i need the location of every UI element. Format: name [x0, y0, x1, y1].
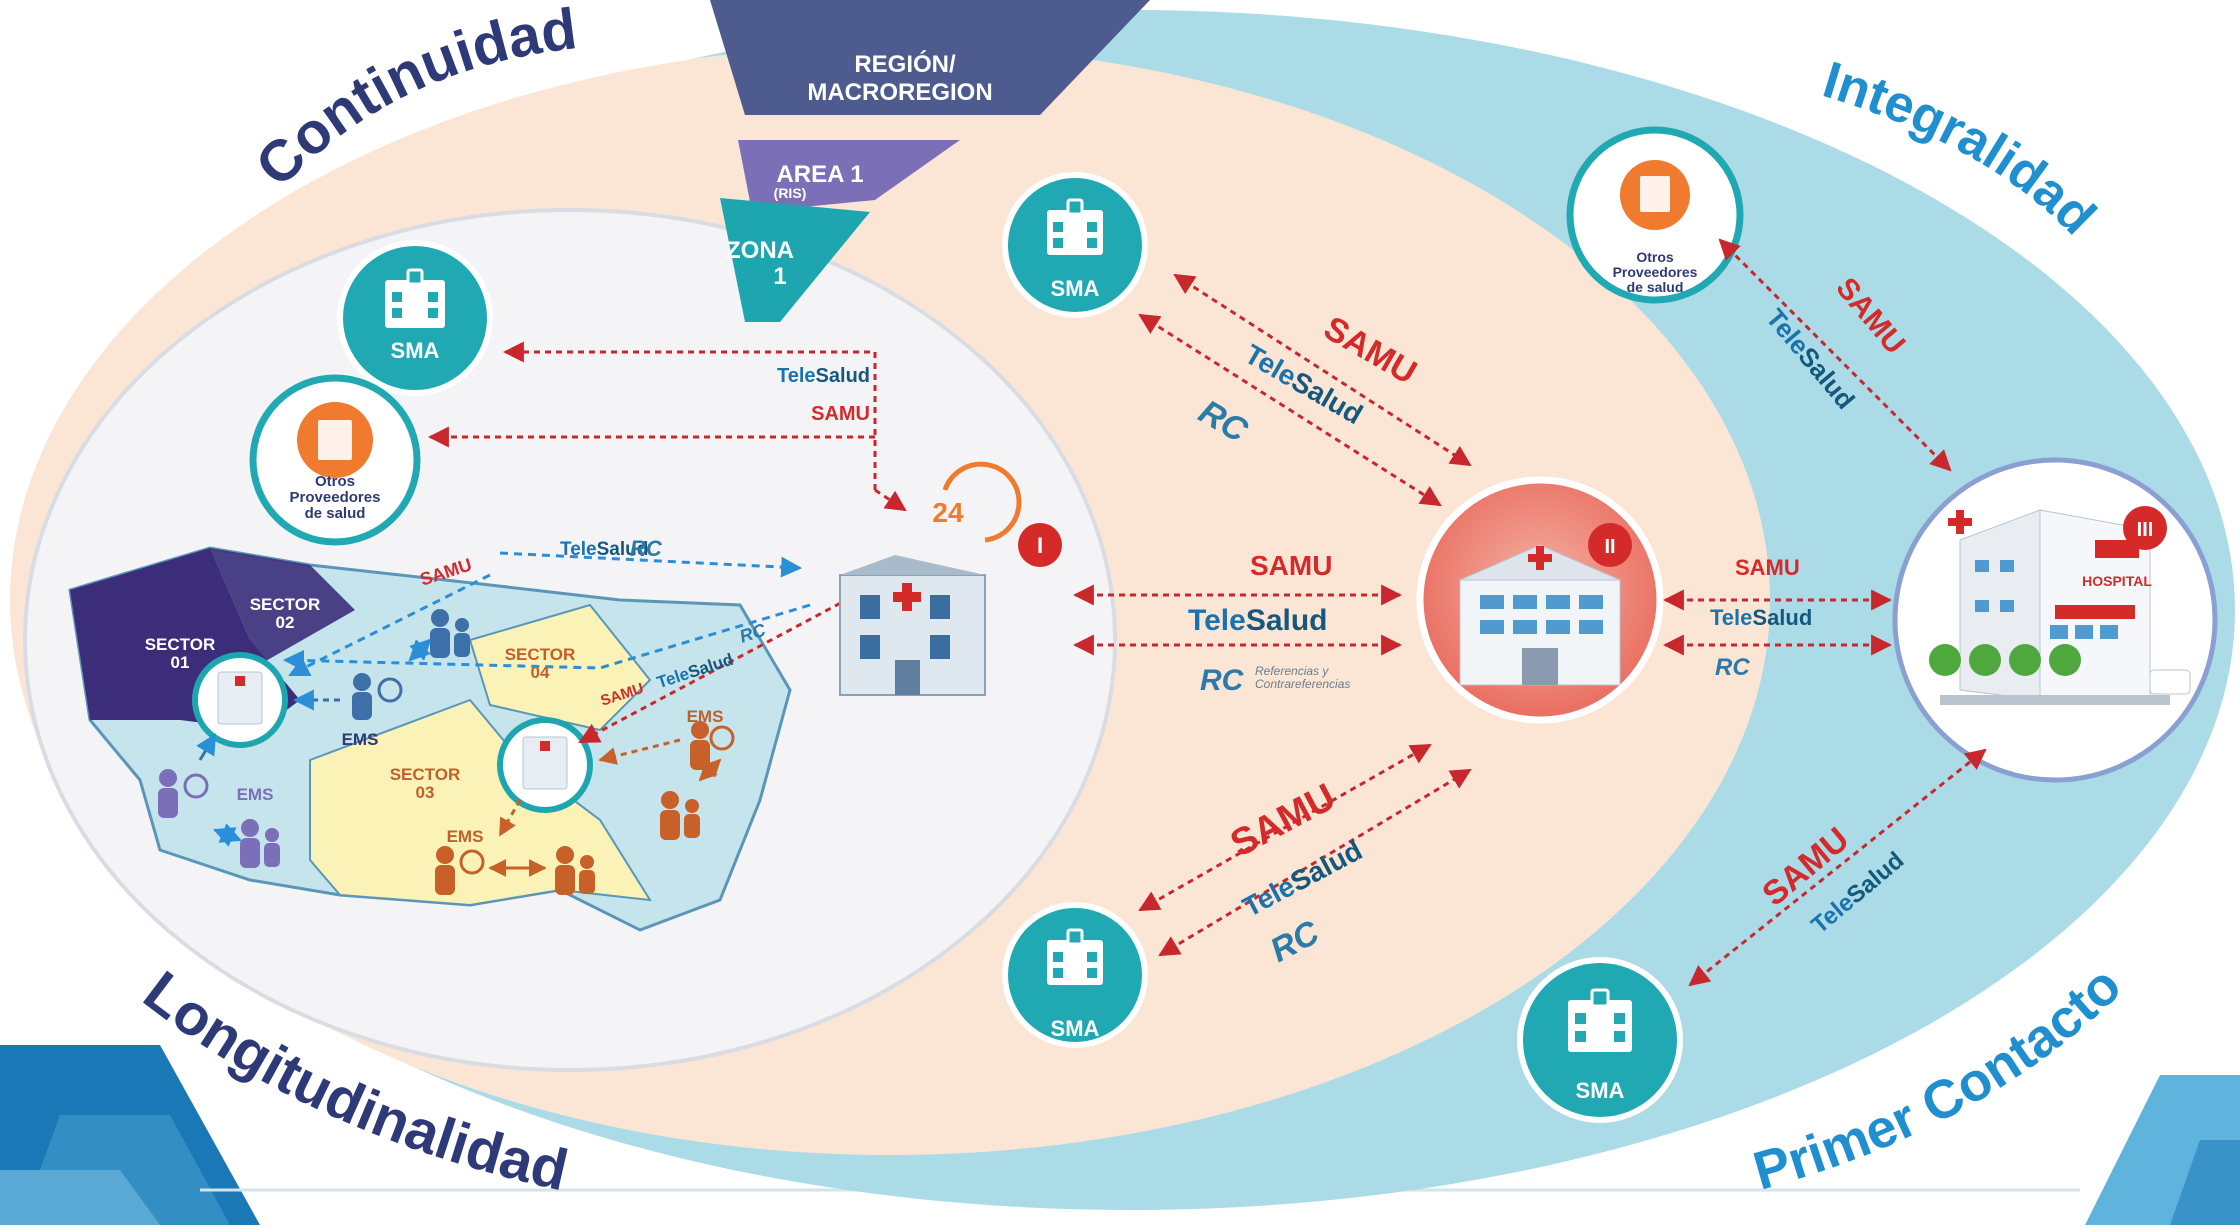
blue-link [288, 573, 491, 677]
level-2-hospital: II [1416, 476, 1664, 724]
sector-03-label: SECTOR [390, 765, 461, 784]
sector-04-label: SECTOR [505, 645, 576, 664]
people-icon [352, 673, 403, 720]
zona-label-1: ZONA [726, 237, 794, 264]
sector-02-number: 02 [276, 613, 295, 632]
sma-node-middle-top: SMA [1002, 172, 1148, 318]
outer-arrows [1662, 238, 1987, 987]
sma-label: SMA [1576, 1078, 1625, 1103]
area-label: AREA 1 [776, 161, 863, 188]
otros-label-1: Otros [315, 473, 355, 490]
sma-label: SMA [1051, 276, 1100, 301]
ems-arrows [196, 638, 722, 877]
corner-decoration-left [0, 1045, 260, 1225]
sector-03-number: 03 [416, 783, 435, 802]
region-wedge [710, 0, 1150, 115]
level-1-center: 24 I [839, 461, 1062, 696]
middle-arrows [1072, 273, 1472, 957]
health-post-sector-01 [192, 652, 288, 748]
rc-caption: Contrareferencias [1255, 677, 1350, 691]
zona-label-2: 1 [773, 263, 786, 290]
ems-label: EMS [687, 707, 724, 726]
rc-caption: Referencias y [1255, 664, 1329, 678]
rc-logo: RC [1200, 664, 1245, 697]
rc-logo: RC [630, 536, 663, 561]
people-icon [240, 819, 280, 868]
ems-label: EMS [447, 827, 484, 846]
samu-logo: SAMU [1735, 555, 1800, 580]
area-wedge [738, 140, 960, 212]
corner-decoration-right [2085, 1075, 2240, 1225]
sma-node-middle-bottom: SMA [1002, 902, 1148, 1048]
otros-label-1: Otros [1636, 249, 1674, 265]
telesalud-logo: TeleSalud [1188, 604, 1328, 637]
sector-01-label: SECTOR [145, 635, 216, 654]
samu-logo: SAMU [1250, 550, 1332, 581]
otros-label-3: de salud [305, 505, 366, 522]
otros-label-2: Proveedores [290, 489, 381, 506]
region-label-2: MACROREGION [807, 79, 992, 106]
region-label-1: REGIÓN/ [854, 50, 956, 78]
sma-label: SMA [1051, 1016, 1100, 1041]
24h-icon: 24 [932, 497, 964, 528]
level-3-badge: III [2137, 519, 2154, 541]
area-sub-label: (RIS) [774, 185, 807, 201]
ems-label: EMS [237, 785, 274, 804]
tier-wedges: REGIÓN/ MACROREGION AREA 1 (RIS) ZONA 1 [710, 0, 1150, 322]
sector-02-label: SECTOR [250, 595, 321, 614]
level-1-badge: I [1037, 533, 1043, 558]
ems-label: EMS [342, 730, 379, 749]
sector-02-area [210, 548, 355, 670]
samu-logo: SAMU [811, 403, 870, 425]
people-icon [158, 769, 209, 818]
sma-node-outer: SMA [1517, 957, 1683, 1123]
sma-node-inner: SMA [337, 240, 493, 396]
otros-proveedores-outer: Otros Proveedores de salud [1566, 126, 1744, 304]
telesalud-logo: TeleSalud [1710, 605, 1812, 630]
hospital-sign [2095, 540, 2139, 558]
blue-link [282, 603, 811, 671]
ems-groups: EMS EMS EMS EMS [158, 609, 735, 895]
people-icon [435, 846, 485, 895]
health-post-sector-03 [497, 717, 593, 813]
people-icon [660, 791, 700, 840]
inner-arrows [427, 341, 907, 744]
otros-label-3: de salud [1627, 279, 1684, 295]
sector-01-number: 01 [171, 653, 190, 672]
rc-logo: RC [1715, 654, 1750, 681]
otros-label-2: Proveedores [1613, 264, 1698, 280]
otros-proveedores-inner: Otros Proveedores de salud [249, 374, 421, 546]
telesalud-logo: TeleSalud [560, 539, 648, 560]
people-icon [430, 609, 470, 658]
hospital-sign-text: HOSPITAL [2082, 573, 2152, 589]
zona-wedge [720, 198, 870, 322]
level-3-hospital: HOSPITAL III [1892, 457, 2218, 783]
level-2-badge: II [1604, 536, 1615, 558]
sma-label: SMA [391, 338, 440, 363]
people-icon [555, 846, 595, 895]
telesalud-logo: TeleSalud [777, 365, 870, 387]
